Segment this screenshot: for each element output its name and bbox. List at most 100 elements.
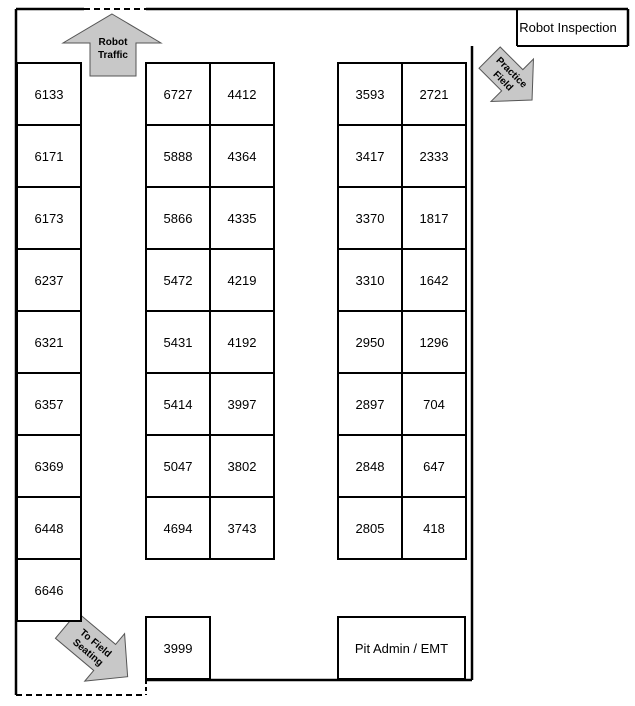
booth-number: 1296 (420, 335, 449, 350)
booth-box (337, 616, 466, 680)
left-column-booth: 6321 (16, 310, 82, 374)
right-block-booth: 2805 (337, 496, 403, 560)
center-block-booth: 4412 (209, 62, 275, 126)
booth-number: 6448 (35, 521, 64, 536)
center-block-booth: 4364 (209, 124, 275, 188)
booth-number: 2897 (356, 397, 385, 412)
booth-box (209, 496, 275, 560)
robot-inspection-label: Robot Inspection (519, 20, 617, 35)
booth-box (16, 62, 82, 126)
right-block-booth: 3370 (337, 186, 403, 250)
booth-box (209, 248, 275, 312)
booth-number: 2950 (356, 335, 385, 350)
booth-box (209, 310, 275, 374)
booth-number: 3997 (228, 397, 257, 412)
booth-number: 3999 (164, 641, 193, 656)
pit-booths: 6133 6171 6173 6237 6321 6357 6369 6448 6646 6727… (16, 62, 467, 680)
booth-number: 2721 (420, 87, 449, 102)
robot-traffic-label-2: Traffic (98, 50, 128, 61)
booth-number: 3802 (228, 459, 257, 474)
booth-number: 4219 (228, 273, 257, 288)
pit-boundary (14, 7, 630, 696)
booth-box (401, 496, 467, 560)
booth-box (16, 434, 82, 498)
right-block-booth: 2333 (401, 124, 467, 188)
booth-number: 6237 (35, 273, 64, 288)
to-field-seating-arrow-icon: To Field Seating (54, 611, 129, 682)
center-block-booth: 4694 (145, 496, 211, 560)
booth-number: 4412 (228, 87, 257, 102)
booth-box (209, 62, 275, 126)
booth-box (16, 496, 82, 560)
booth-box (209, 124, 275, 188)
booth-box (401, 372, 467, 436)
booth-number: 5431 (164, 335, 193, 350)
booth-number: 5866 (164, 211, 193, 226)
right-block-booth: 3310 (337, 248, 403, 312)
left-column-booth: 6448 (16, 496, 82, 560)
booth-number: 4335 (228, 211, 257, 226)
center-block-booth: 4219 (209, 248, 275, 312)
booth-number: 3593 (356, 87, 385, 102)
right-block-booth: 647 (401, 434, 467, 498)
center-block-booth: 5414 (145, 372, 211, 436)
right-block-booth: 3593 (337, 62, 403, 126)
robot-traffic-label-1: Robot (99, 37, 129, 48)
left-column-booth: 6357 (16, 372, 82, 436)
robot-traffic-arrow-icon: Robot Traffic (61, 13, 163, 77)
booth-number: 6727 (164, 87, 193, 102)
booth-number: 6357 (35, 397, 64, 412)
left-column-booth: 6171 (16, 124, 82, 188)
right-block-booth: 1296 (401, 310, 467, 374)
booth-number: 6369 (35, 459, 64, 474)
right-block-booth: 1642 (401, 248, 467, 312)
center-block-booth: 4335 (209, 186, 275, 250)
booth-number: 6171 (35, 149, 64, 164)
booth-box (16, 186, 82, 250)
booth-number: 6646 (35, 583, 64, 598)
booth-box (401, 310, 467, 374)
right-block-booth: 418 (401, 496, 467, 560)
booth-number: 3310 (356, 273, 385, 288)
left-column-booth: 6237 (16, 248, 82, 312)
booth-number: 5047 (164, 459, 193, 474)
booth-box (401, 248, 467, 312)
booth-number: 5414 (164, 397, 193, 412)
left-column-booth: 6133 (16, 62, 82, 126)
center-block-booth: 3743 (209, 496, 275, 560)
booth-number: 2333 (420, 149, 449, 164)
bottom-center-booth: 3999 (145, 616, 211, 680)
booth-box (16, 248, 82, 312)
booth-number: 6321 (35, 335, 64, 350)
left-column-booth: 6646 (16, 558, 82, 622)
pit-admin-emt: Pit Admin / EMT (337, 616, 466, 680)
booth-number: 3370 (356, 211, 385, 226)
booth-number: 2805 (356, 521, 385, 536)
booth-number: 418 (423, 521, 445, 536)
practice-field-arrow-icon: Practice Field (478, 46, 534, 102)
center-block-booth: 5472 (145, 248, 211, 312)
booth-number: 4192 (228, 335, 257, 350)
booth-box (145, 62, 211, 126)
booth-box (145, 310, 211, 374)
center-block-booth: 3997 (209, 372, 275, 436)
booth-number: 6133 (35, 87, 64, 102)
booth-number: 3417 (356, 149, 385, 164)
booth-box (16, 558, 82, 622)
right-block-booth: 704 (401, 372, 467, 436)
booth-box (145, 616, 211, 680)
right-block-booth: 3417 (337, 124, 403, 188)
booth-box (209, 372, 275, 436)
booth-box (401, 434, 467, 498)
booth-box (145, 372, 211, 436)
right-block-booth: 1817 (401, 186, 467, 250)
booth-box (16, 124, 82, 188)
right-block-booth: 2848 (337, 434, 403, 498)
booth-box (145, 496, 211, 560)
booth-number: 6173 (35, 211, 64, 226)
booth-number: 1642 (420, 273, 449, 288)
booth-number: 3743 (228, 521, 257, 536)
booth-box (145, 124, 211, 188)
booth-number: 704 (423, 397, 445, 412)
